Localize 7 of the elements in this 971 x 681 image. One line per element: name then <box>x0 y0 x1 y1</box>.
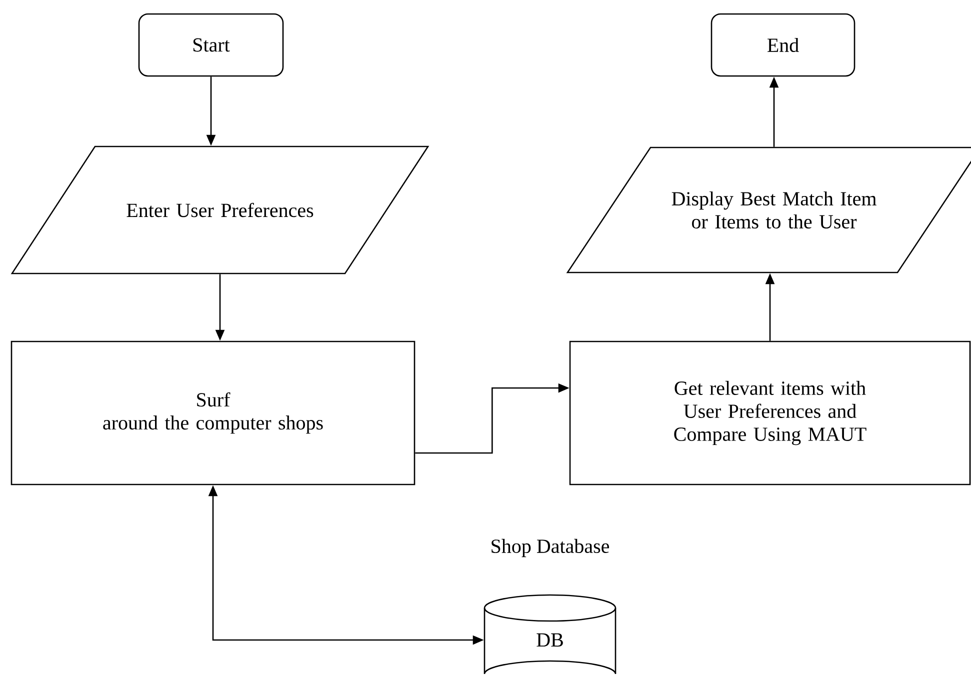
database-cylinder: DB <box>484 594 616 675</box>
node-label: DB <box>536 633 563 647</box>
terminal-box: End <box>710 13 856 77</box>
caption-text: Shop Database <box>492 538 610 558</box>
terminal-box: Start <box>138 13 284 77</box>
process-box: Get relevant items with User Preferences and Compare Using MAUT <box>569 340 971 486</box>
process-box: Surf around the computer shops <box>10 340 416 486</box>
